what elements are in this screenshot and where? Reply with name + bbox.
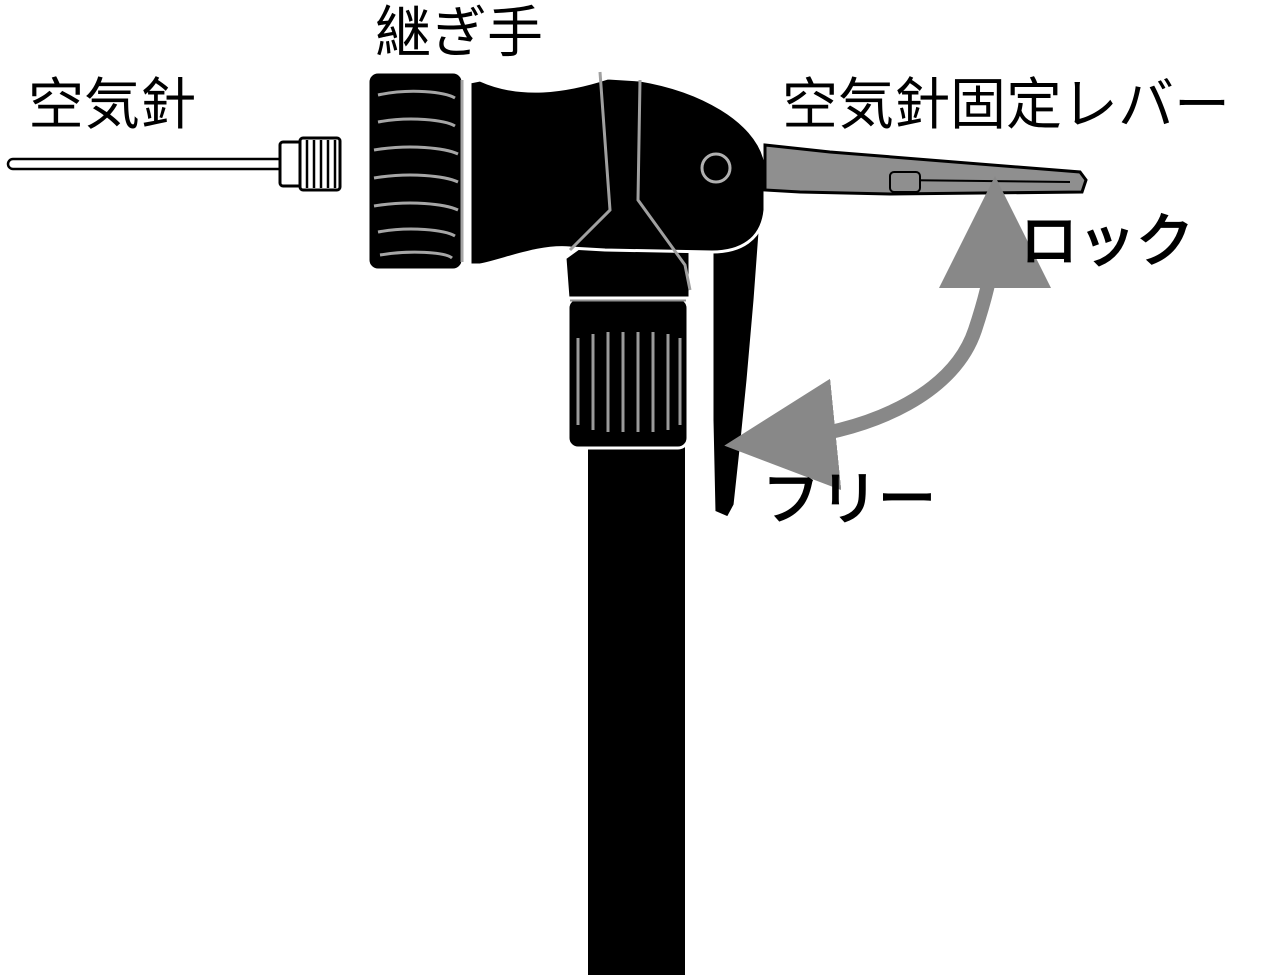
- air-needle-label: 空気針: [28, 73, 196, 138]
- lever-motion-arrow: [724, 176, 1051, 491]
- lock-lever-handle: [763, 143, 1088, 196]
- coupler-nut-ridges: [373, 89, 459, 260]
- air-needle-threads: [305, 140, 337, 188]
- lock-lever-arm: [710, 230, 762, 520]
- needle-lock-lever-label: 空気針固定レバー: [782, 73, 1230, 138]
- collar-grip-ribs: [576, 332, 682, 432]
- free-position-label: フリー: [762, 465, 937, 533]
- air-needle-shaft: [6, 157, 288, 171]
- head-parting-line: [568, 71, 692, 291]
- air-needle: [6, 136, 342, 192]
- coupler-label: 継ぎ手: [375, 1, 543, 66]
- lock-position-label: ロック: [1020, 207, 1195, 275]
- pump-shaft: [588, 440, 685, 975]
- lever-pivot-pin: [700, 152, 732, 184]
- lever-handle-tip: [889, 171, 921, 193]
- threaded-collar: [566, 296, 690, 450]
- coupler-nut: [366, 70, 465, 272]
